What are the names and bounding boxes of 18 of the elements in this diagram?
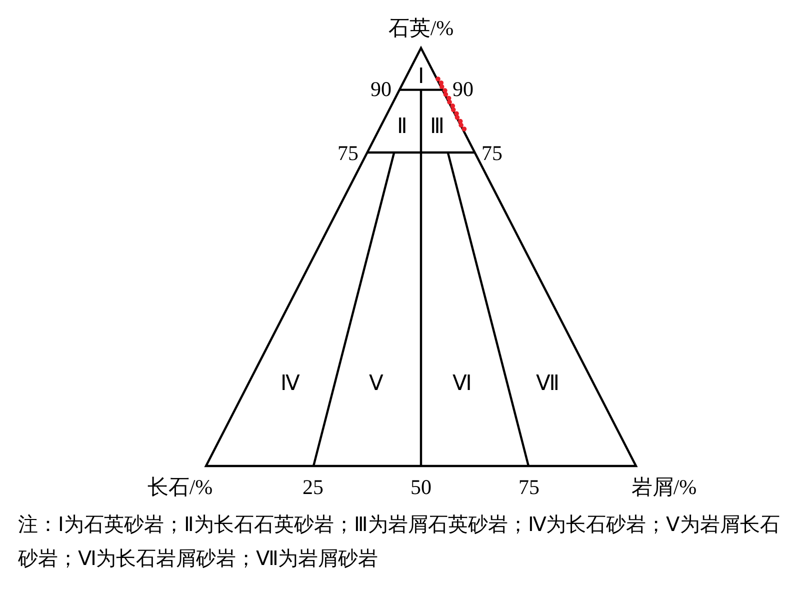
axis-label: 石英/% — [388, 16, 454, 40]
region-label: Ⅲ — [430, 114, 444, 138]
region-label: Ⅰ — [418, 64, 424, 88]
region-label: Ⅴ — [369, 371, 383, 395]
tick-label: 50 — [410, 475, 432, 499]
axis-label: 长石/% — [147, 475, 213, 499]
tick-label: 75 — [482, 141, 502, 165]
tick-label: 90 — [452, 77, 474, 101]
tick-label: 75 — [518, 475, 540, 499]
region-label: Ⅳ — [280, 371, 300, 395]
region-label: Ⅵ — [452, 371, 472, 395]
tick-label: 90 — [370, 77, 392, 101]
region-label: Ⅱ — [397, 114, 407, 138]
tick-label: 25 — [302, 475, 324, 499]
region-label: Ⅶ — [536, 371, 560, 395]
note-text: 注：Ⅰ为石英砂岩；Ⅱ为长石石英砂岩；Ⅲ为岩屑石英砂岩；Ⅳ为长石砂岩；Ⅴ为岩屑长石砂岩；Ⅵ为长石岩屑砂岩；Ⅶ为岩屑砂岩 — [18, 513, 781, 572]
axis-label: 岩屑/% — [631, 475, 697, 499]
tick-label: 75 — [338, 141, 358, 165]
